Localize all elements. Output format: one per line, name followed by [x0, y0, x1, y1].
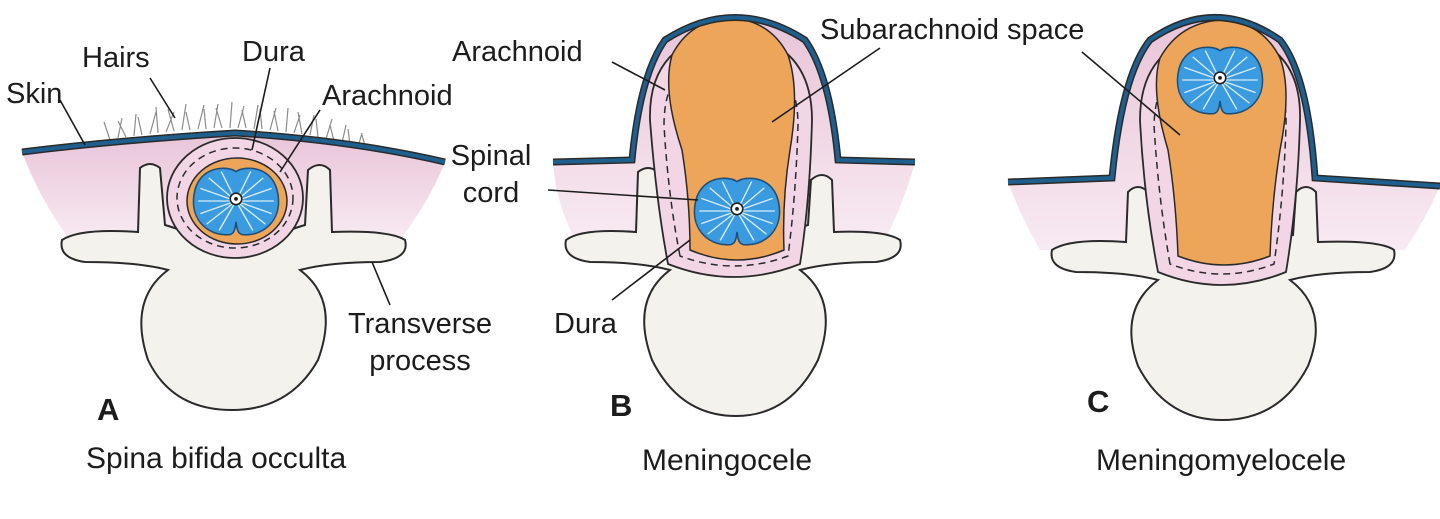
- label-subarachnoid-space: Subarachnoid space: [820, 14, 1085, 46]
- label-spinal-line1: Spinal: [450, 140, 532, 172]
- label-spinal-cord: Spinal cord: [436, 142, 546, 208]
- label-transverse-line1: Transverse: [348, 308, 492, 340]
- label-dura-b: Dura: [554, 308, 617, 340]
- label-hairs: Hairs: [82, 42, 150, 74]
- panel-letter-a: A: [97, 392, 120, 427]
- panel-a-leader-lines: [59, 67, 391, 306]
- label-spinal-line2: cord: [462, 177, 520, 209]
- panel-caption-b: Meningocele: [642, 444, 813, 477]
- panel-c-artwork: [1007, 14, 1440, 422]
- label-dura: Dura: [242, 36, 305, 68]
- label-transverse-line2: process: [369, 345, 471, 377]
- label-transverse-process: Transverse process: [334, 310, 506, 376]
- label-arachnoid-b: Arachnoid: [452, 36, 583, 68]
- label-skin: Skin: [6, 78, 63, 110]
- panel-letter-b: B: [610, 388, 633, 423]
- label-arachnoid: Arachnoid: [322, 80, 453, 112]
- panel-letter-c: C: [1087, 384, 1110, 419]
- hairs: [103, 101, 367, 150]
- dura-dashed: [176, 147, 294, 249]
- panel-b-artwork: [547, 14, 916, 418]
- panel-caption-a: Spina bifida occulta: [86, 442, 347, 475]
- dura-dashed: [663, 47, 799, 267]
- panel-a-artwork: [21, 67, 446, 412]
- panel-caption-c: Meningomyelocele: [1096, 444, 1347, 477]
- panel-c-leader-lines: [1081, 51, 1181, 136]
- panel-b-leader-lines: [547, 47, 881, 301]
